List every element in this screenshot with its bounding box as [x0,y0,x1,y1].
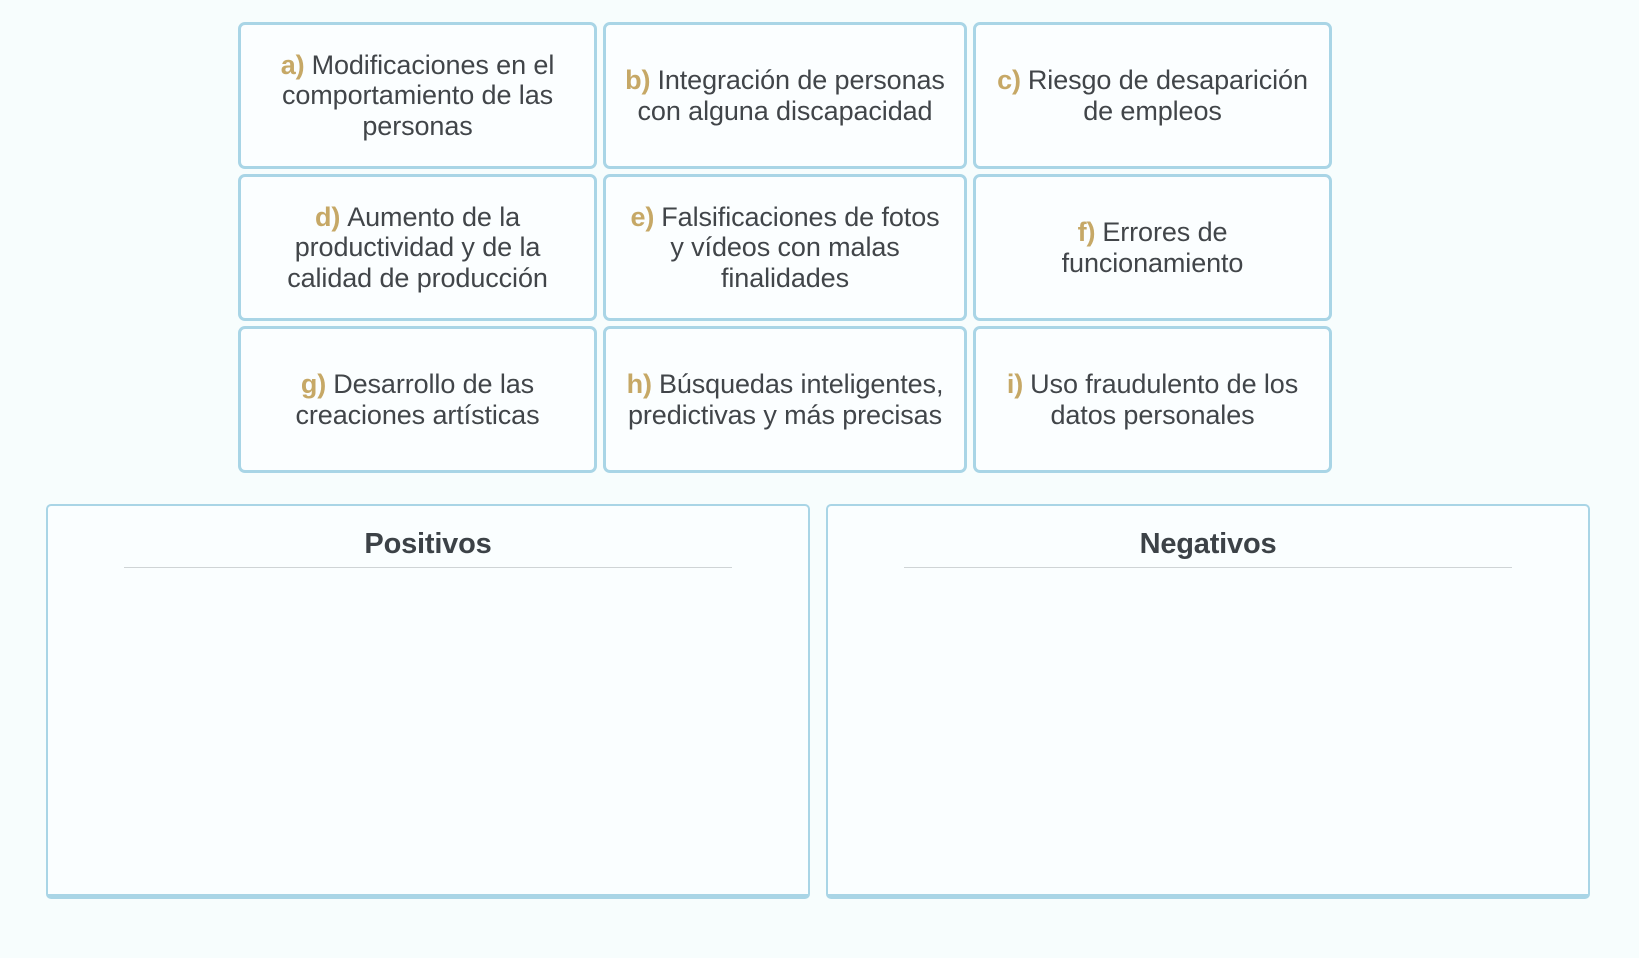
dropzone-container: Positivos Negativos [46,504,1590,899]
option-letter-h: h) [626,369,652,400]
option-card-f-text: f)Errores de funcionamiento [992,217,1313,277]
option-card-b-text: b)Integración de personas con alguna dis… [622,65,948,125]
option-card-i-text: i)Uso fraudulento de los datos personale… [992,369,1313,429]
option-card-d[interactable]: d)Aumento de la productividad y de la ca… [238,174,597,321]
option-letter-d: d) [314,202,341,233]
option-card-e-text: e)Falsificaciones de fotos y vídeos con … [622,202,948,293]
option-card-b[interactable]: b)Integración de personas con alguna dis… [603,22,967,169]
option-card-a[interactable]: a)Modificaciones en el comportamiento de… [238,22,597,169]
option-letter-c: c) [997,65,1021,96]
option-card-c-text: c)Riesgo de desaparición de empleos [992,65,1313,125]
dropzone-positivos-title: Positivos [364,528,492,560]
option-letter-e: e) [630,202,655,233]
dropzone-negativos-divider [904,567,1512,568]
option-letter-b: b) [625,65,651,96]
dropzone-positivos-droparea[interactable] [48,568,808,934]
options-card-grid: a)Modificaciones en el comportamiento de… [238,22,1332,473]
option-letter-g: g) [300,369,327,400]
option-card-a-text: a)Modificaciones en el comportamiento de… [257,50,578,141]
option-text-c: Riesgo de desaparición de empleos [1027,65,1308,126]
option-text-d: Aumento de la productividad y de la cali… [287,202,548,293]
option-letter-f: f) [1077,217,1096,248]
option-letter-i: i) [1006,369,1024,400]
option-card-i[interactable]: i)Uso fraudulento de los datos personale… [973,326,1332,473]
option-text-b: Integración de personas con alguna disca… [637,65,945,126]
option-card-g-text: g)Desarrollo de las creaciones artística… [257,369,578,429]
option-text-a: Modificaciones en el comportamiento de l… [281,50,555,141]
option-card-h-text: h)Búsquedas inteligentes, predictivas y … [622,369,948,429]
option-card-e[interactable]: e)Falsificaciones de fotos y vídeos con … [603,174,967,321]
dropzone-positivos[interactable]: Positivos [46,504,810,899]
option-letter-a: a) [280,50,305,81]
option-card-g[interactable]: g)Desarrollo de las creaciones artística… [238,326,597,473]
dropzone-negativos-droparea[interactable] [828,568,1588,934]
option-text-h: Búsquedas inteligentes, predictivas y má… [627,369,944,430]
option-card-h[interactable]: h)Búsquedas inteligentes, predictivas y … [603,326,967,473]
option-card-c[interactable]: c)Riesgo de desaparición de empleos [973,22,1332,169]
dropzone-negativos[interactable]: Negativos [826,504,1590,899]
dropzone-positivos-divider [124,567,732,568]
option-text-e: Falsificaciones de fotos y vídeos con ma… [661,202,940,293]
option-text-i: Uso fraudulento de los datos personales [1030,369,1299,430]
option-card-f[interactable]: f)Errores de funcionamiento [973,174,1332,321]
dropzone-negativos-title: Negativos [1139,528,1277,560]
option-text-f: Errores de funcionamiento [1061,217,1244,278]
option-text-g: Desarrollo de las creaciones artísticas [295,369,540,430]
option-card-d-text: d)Aumento de la productividad y de la ca… [257,202,578,293]
